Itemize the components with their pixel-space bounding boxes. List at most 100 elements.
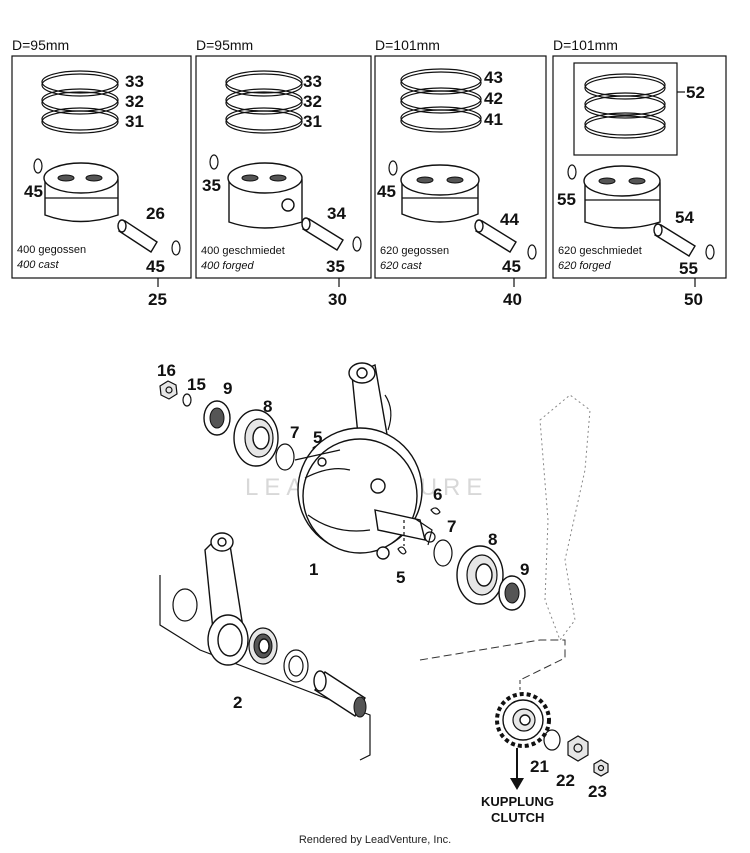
key-6 <box>430 507 441 515</box>
circlip <box>388 160 398 176</box>
part-label: 23 <box>588 782 607 801</box>
crankcase-outline <box>539 394 591 642</box>
circlip <box>705 244 715 260</box>
pin-label: 34 <box>327 204 346 223</box>
panel-620-forged: D=101mm 52 55 54 620 geschmiedet 620 for… <box>552 37 727 309</box>
part-label: 15 <box>187 375 206 394</box>
part-label: 1 <box>309 560 318 579</box>
leader-line <box>419 639 566 681</box>
piston-pin <box>117 219 158 253</box>
shim-7-left <box>275 443 295 471</box>
panel-diameter: D=95mm <box>196 37 253 53</box>
caption-english: 620 forged <box>558 260 611 272</box>
pin-label: 54 <box>675 208 694 227</box>
circlip-label: 35 <box>202 176 221 195</box>
caption-english: 400 cast <box>17 259 60 271</box>
bearing-8-right <box>456 545 504 605</box>
piston-rings <box>41 70 119 134</box>
ring-label-middle: 32 <box>303 92 322 111</box>
circlip <box>209 154 219 170</box>
ring-label-bottom: 41 <box>484 110 503 129</box>
ring-label-middle: 32 <box>125 92 144 111</box>
piston <box>227 162 303 229</box>
crankshaft-1 <box>294 362 436 560</box>
panel-400-cast: D=95mm 33 32 31 45 26 400 gegossen 400 c… <box>11 37 192 309</box>
nut-23 <box>593 759 609 777</box>
pin-label: 44 <box>500 210 519 229</box>
nut-16 <box>159 380 178 400</box>
circlip <box>171 240 181 256</box>
panel-frame <box>195 55 372 279</box>
circlip-label: 45 <box>24 182 43 201</box>
caption-german: 400 gegossen <box>17 244 86 256</box>
pin-label: 26 <box>146 204 165 223</box>
footer-credit: Rendered by LeadVenture, Inc. <box>298 834 452 846</box>
circlip-label: 45 <box>502 257 521 276</box>
piston <box>43 162 119 223</box>
part-label: 21 <box>530 757 549 776</box>
part-label: 5 <box>396 568 405 587</box>
part-label: 2 <box>233 693 242 712</box>
ring-label-top: 33 <box>125 72 144 91</box>
piston-rings <box>400 68 482 133</box>
part-label: 16 <box>157 361 176 380</box>
washer-22 <box>543 729 561 751</box>
assembly-label: 50 <box>684 290 703 309</box>
circlip-label: 55 <box>679 259 698 278</box>
panel-620-cast: D=101mm 43 42 41 45 44 620 gegossen 620 … <box>374 37 547 309</box>
ring-label-bottom: 31 <box>125 112 144 131</box>
needle-bearing <box>248 627 278 665</box>
panel-diameter: D=95mm <box>12 37 69 53</box>
panel-diameter: D=101mm <box>375 37 440 53</box>
piston <box>583 165 661 229</box>
caption-english: 620 cast <box>380 260 423 272</box>
part-label: 7 <box>290 423 299 442</box>
part-label: 6 <box>433 485 442 504</box>
clutch-label-en: CLUTCH <box>491 810 544 825</box>
part-label: 7 <box>447 517 456 536</box>
panel-diameter: D=101mm <box>553 37 618 53</box>
circlip <box>33 158 43 174</box>
ring-label-bottom: 31 <box>303 112 322 131</box>
part-label: 9 <box>223 379 232 398</box>
seal-9-left <box>203 400 231 436</box>
caption-german: 620 gegossen <box>380 245 449 257</box>
piston-pin <box>301 217 344 251</box>
circlip-label: 45 <box>146 257 165 276</box>
circlip <box>527 244 537 260</box>
shim-7-right <box>433 539 453 567</box>
part-label: 5 <box>313 428 322 447</box>
assembly-label: 30 <box>328 290 347 309</box>
key-5-right <box>397 546 407 555</box>
ring-label-top: 43 <box>484 68 503 87</box>
circlip <box>352 236 362 252</box>
assembly-label: 25 <box>148 290 167 309</box>
panel-frame <box>552 55 727 279</box>
gear-21 <box>495 692 551 748</box>
ring-label-top: 33 <box>303 72 322 91</box>
piston-pin <box>653 223 696 257</box>
piston-rings <box>584 73 666 139</box>
ring-set-frame <box>573 62 678 156</box>
bearing-8-left <box>233 409 279 467</box>
assembly-label: 40 <box>503 290 522 309</box>
piston-pin <box>474 219 517 253</box>
panel-frame <box>374 55 547 279</box>
piston <box>400 164 480 223</box>
crankshaft-assembly: 16 15 9 8 7 5 <box>157 361 609 825</box>
part-label: 8 <box>263 397 272 416</box>
part-label: 8 <box>488 530 497 549</box>
caption-german: 400 geschmiedet <box>201 245 285 257</box>
circlip-label: 35 <box>326 257 345 276</box>
conrod-kit-bracket <box>159 575 371 761</box>
part-label: 22 <box>556 771 575 790</box>
nut-22 <box>567 735 589 762</box>
circlip-label: 55 <box>557 190 576 209</box>
caption-english: 400 forged <box>201 260 254 272</box>
clutch-arrow-head <box>510 778 524 790</box>
conrod-kit-2 <box>172 532 367 718</box>
washer-15 <box>182 393 192 407</box>
seal-9-right <box>498 575 526 611</box>
ring-label-middle: 42 <box>484 89 503 108</box>
